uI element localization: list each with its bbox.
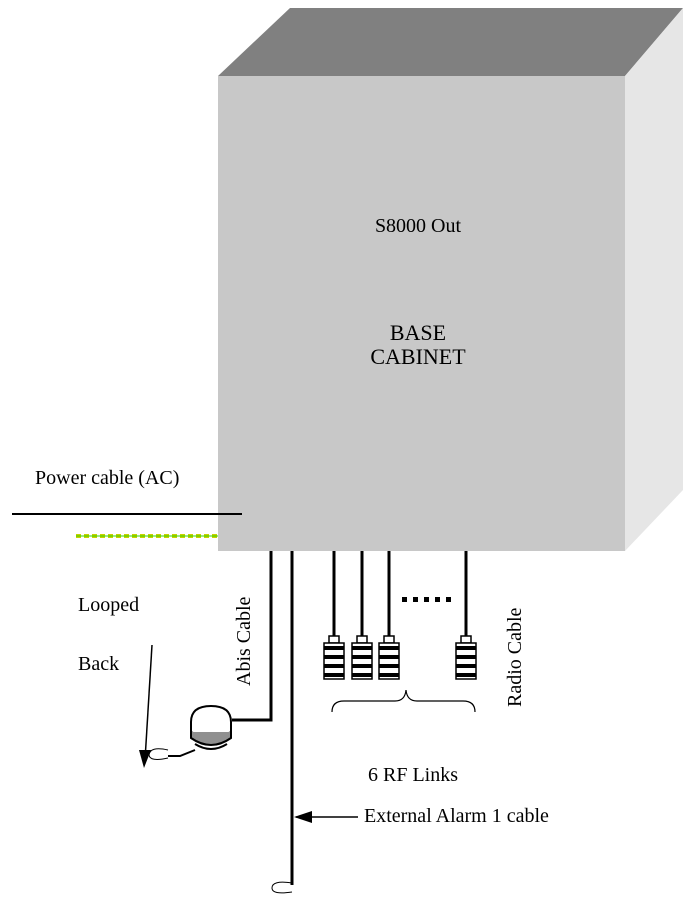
cabinet-subtitle-cabinet: CABINET (370, 344, 466, 369)
loopback-connector-icon (168, 704, 232, 757)
cabinet-side-face (625, 8, 683, 551)
looped-label: Looped (78, 594, 140, 616)
cabinet-title: S8000 Out (374, 215, 462, 237)
rf-links-label: 6 RF Links (368, 764, 459, 786)
rf-connector-3-icon (378, 635, 400, 680)
looped-back-arrow-line (144, 644, 153, 761)
external-alarm-label: External Alarm 1 cable (364, 805, 549, 827)
abis-cable-line (232, 551, 273, 722)
abis-cable-label: Abis Cable (233, 596, 255, 686)
cabinet-subtitle-base: BASE (389, 320, 447, 345)
rf-connector-2-icon (351, 635, 373, 680)
cabinet-front-face (218, 76, 625, 551)
back-label: Back (78, 653, 120, 675)
ellipsis-dots (402, 597, 451, 602)
radio-cable-label: Radio Cable (504, 607, 526, 707)
rf-connector-1-icon (323, 635, 345, 680)
rf-link-cables (332, 551, 468, 636)
rf-links-brace (331, 689, 476, 713)
external-alarm-curl-icon (271, 881, 293, 894)
loop-curl-icon (148, 748, 169, 760)
rf-connector-6-icon (455, 635, 477, 680)
looped-back-arrowhead (139, 750, 151, 768)
cabinet-top-face (218, 8, 683, 76)
external-alarm-arrowhead (294, 811, 312, 823)
power-cable-label: Power cable (AC) (35, 467, 180, 489)
